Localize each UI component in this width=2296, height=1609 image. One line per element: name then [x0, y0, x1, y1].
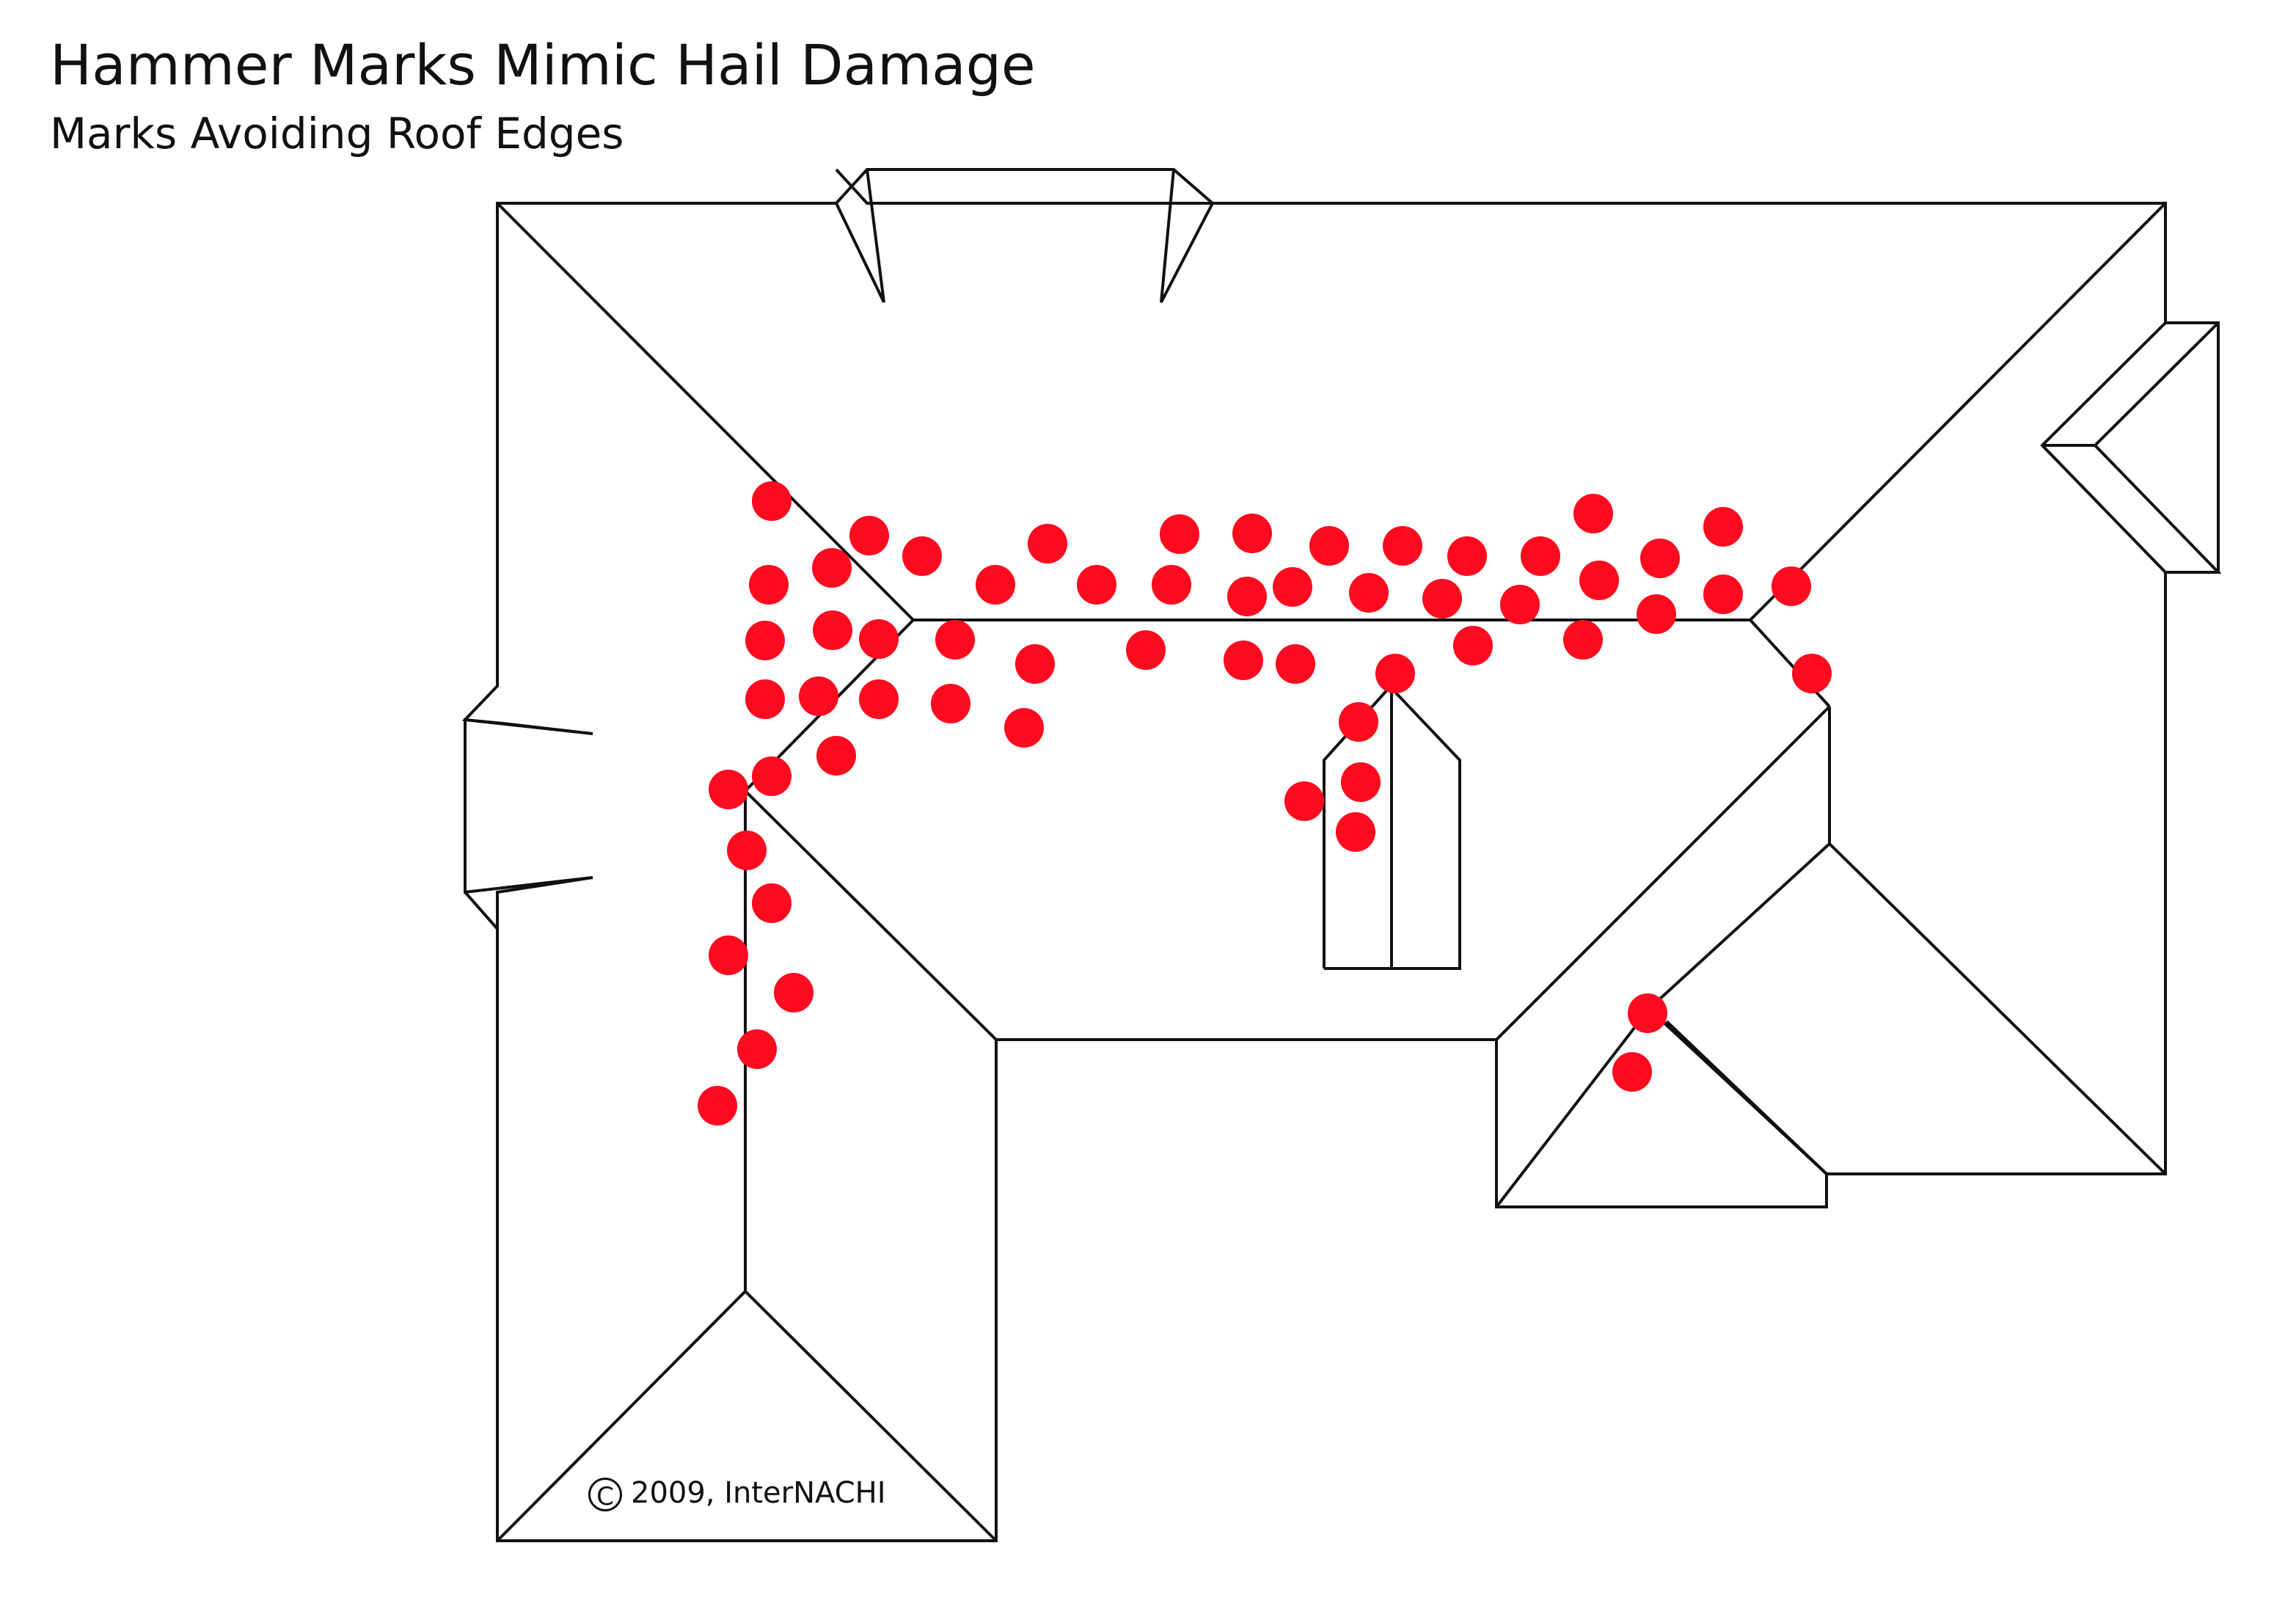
small-gable-inner — [1665, 1020, 1828, 1175]
hammer-mark — [1772, 566, 1811, 606]
hammer-mark — [935, 620, 975, 660]
hammer-mark — [1160, 514, 1199, 554]
copyright-symbol: C — [588, 1478, 622, 1511]
hammer-mark — [1232, 514, 1272, 553]
hammer-mark — [774, 973, 814, 1013]
hammer-mark — [1792, 654, 1832, 693]
hammer-mark — [745, 621, 785, 660]
hammer-mark — [1640, 539, 1680, 578]
hammer-mark — [816, 736, 856, 776]
hammer-mark — [931, 684, 970, 723]
hammer-mark — [1339, 702, 1378, 742]
hammer-mark — [737, 1029, 777, 1069]
hammer-mark — [1028, 524, 1067, 563]
copyright-text: 2009, InterNACHI — [631, 1476, 886, 1510]
dormer-top-right — [1160, 169, 1214, 303]
hammer-mark — [1500, 585, 1540, 624]
hip-top-right — [1749, 202, 2167, 621]
hammer-mark — [812, 548, 852, 588]
hammer-mark — [1579, 561, 1619, 600]
hammer-mark — [1276, 644, 1315, 684]
diagram-title: Hammer Marks Mimic Hail Damage — [50, 32, 1036, 98]
hip-right-wing-outer — [1828, 842, 2167, 1175]
hammer-mark — [1422, 579, 1462, 619]
hammer-mark — [752, 756, 791, 796]
hammer-mark — [1284, 781, 1324, 821]
hammer-mark — [1126, 630, 1166, 670]
hammer-mark — [1453, 626, 1493, 665]
hammer-mark — [1573, 494, 1613, 533]
hammer-mark — [1703, 507, 1743, 547]
hammer-mark — [1447, 536, 1487, 576]
hammer-mark — [1637, 594, 1676, 634]
hammer-mark — [1336, 812, 1375, 852]
hammer-mark — [976, 565, 1015, 605]
hammer-mark — [859, 619, 899, 659]
hip-top-left — [496, 202, 915, 621]
hammer-mark — [752, 481, 791, 521]
hammer-mark — [1224, 641, 1263, 680]
dormer-top-left — [835, 169, 885, 303]
hammer-mark — [799, 676, 838, 716]
hip-left-wing-bottom-right — [744, 1290, 998, 1542]
hammer-mark — [1004, 708, 1044, 748]
small-gable — [1495, 1007, 1828, 1208]
hammer-mark — [1077, 565, 1116, 605]
hammer-mark — [1273, 567, 1312, 607]
dormer-left — [464, 720, 499, 930]
hammer-mark — [1612, 1052, 1652, 1092]
dormer-right — [2040, 321, 2222, 574]
hammer-mark — [1152, 565, 1191, 605]
hammer-mark — [1563, 620, 1603, 660]
hammer-mark — [749, 565, 789, 605]
hammer-mark — [709, 935, 748, 975]
hammer-mark — [1383, 526, 1422, 566]
hammer-mark — [859, 679, 899, 719]
hammer-mark — [752, 883, 791, 923]
hammer-mark — [698, 1086, 737, 1125]
hammer-mark — [727, 831, 767, 870]
hammer-mark — [902, 536, 942, 576]
hip-right-wing-inner — [1648, 842, 1831, 1010]
hammer-mark — [1015, 644, 1055, 684]
hammer-mark — [1703, 574, 1743, 614]
chimney — [1323, 685, 1461, 970]
copyright-notice: C 2009, InterNACHI — [588, 1476, 886, 1511]
hammer-mark — [709, 770, 748, 809]
hammer-mark — [1341, 762, 1381, 802]
hammer-mark — [1349, 573, 1389, 613]
hammer-mark — [1628, 993, 1667, 1033]
hammer-mark — [1375, 654, 1415, 693]
hip-left-wing-bottom-left — [496, 1290, 747, 1542]
hammer-mark — [1521, 536, 1560, 576]
hammer-mark — [849, 516, 889, 555]
valley-right-wing — [1495, 705, 1831, 1041]
hammer-mark — [1309, 526, 1349, 566]
hip-left-wing-inner — [744, 789, 998, 1041]
hammer-mark — [745, 679, 785, 719]
hammer-mark — [1227, 577, 1267, 616]
hammer-marks — [698, 481, 1832, 1125]
diagram-subtitle: Marks Avoiding Roof Edges — [50, 109, 624, 158]
hammer-mark — [813, 610, 852, 650]
